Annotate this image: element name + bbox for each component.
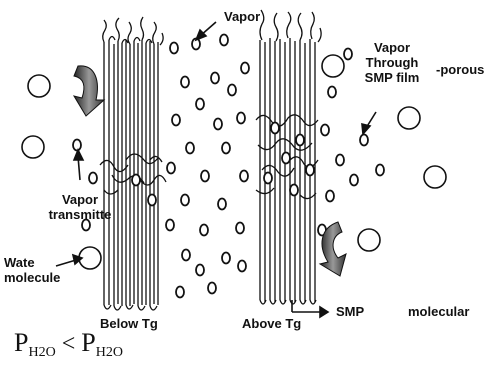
label-vapor-transmitte: Vapor transmitte bbox=[40, 192, 120, 222]
curved-arrow-left-icon bbox=[74, 66, 104, 116]
label-vapor-top: Vapor bbox=[224, 9, 260, 24]
label-vapor-transmitte-line1: Vapor bbox=[40, 192, 120, 207]
pressure-left-sub: H2O bbox=[28, 345, 55, 360]
label-vapor-through-line1: Vapor bbox=[352, 40, 432, 55]
pressure-operator: < bbox=[62, 331, 76, 357]
label-water-molecule: Wate molecule bbox=[4, 255, 60, 285]
label-smp: SMP bbox=[336, 304, 364, 319]
label-vapor-through: Vapor Through SMP film bbox=[352, 40, 432, 85]
film-below-tg bbox=[100, 17, 166, 310]
pressure-right-sub: H2O bbox=[96, 345, 123, 360]
label-water-molecule-line2: molecule bbox=[4, 270, 60, 285]
pressure-left-base: P bbox=[14, 328, 28, 357]
label-vapor-transmitte-line2: transmitte bbox=[40, 207, 120, 222]
pressure-inequality: PH2O<PH2O bbox=[14, 328, 123, 361]
label-vapor-through-line3: SMP film bbox=[352, 70, 432, 85]
label-molecular: molecular bbox=[408, 304, 469, 319]
pressure-right-base: P bbox=[81, 328, 95, 357]
label-water-molecule-line1: Wate bbox=[4, 255, 60, 270]
label-porous: -porous bbox=[436, 62, 484, 77]
label-vapor-through-line2: Through bbox=[352, 55, 432, 70]
label-above-tg: Above Tg bbox=[242, 316, 301, 331]
